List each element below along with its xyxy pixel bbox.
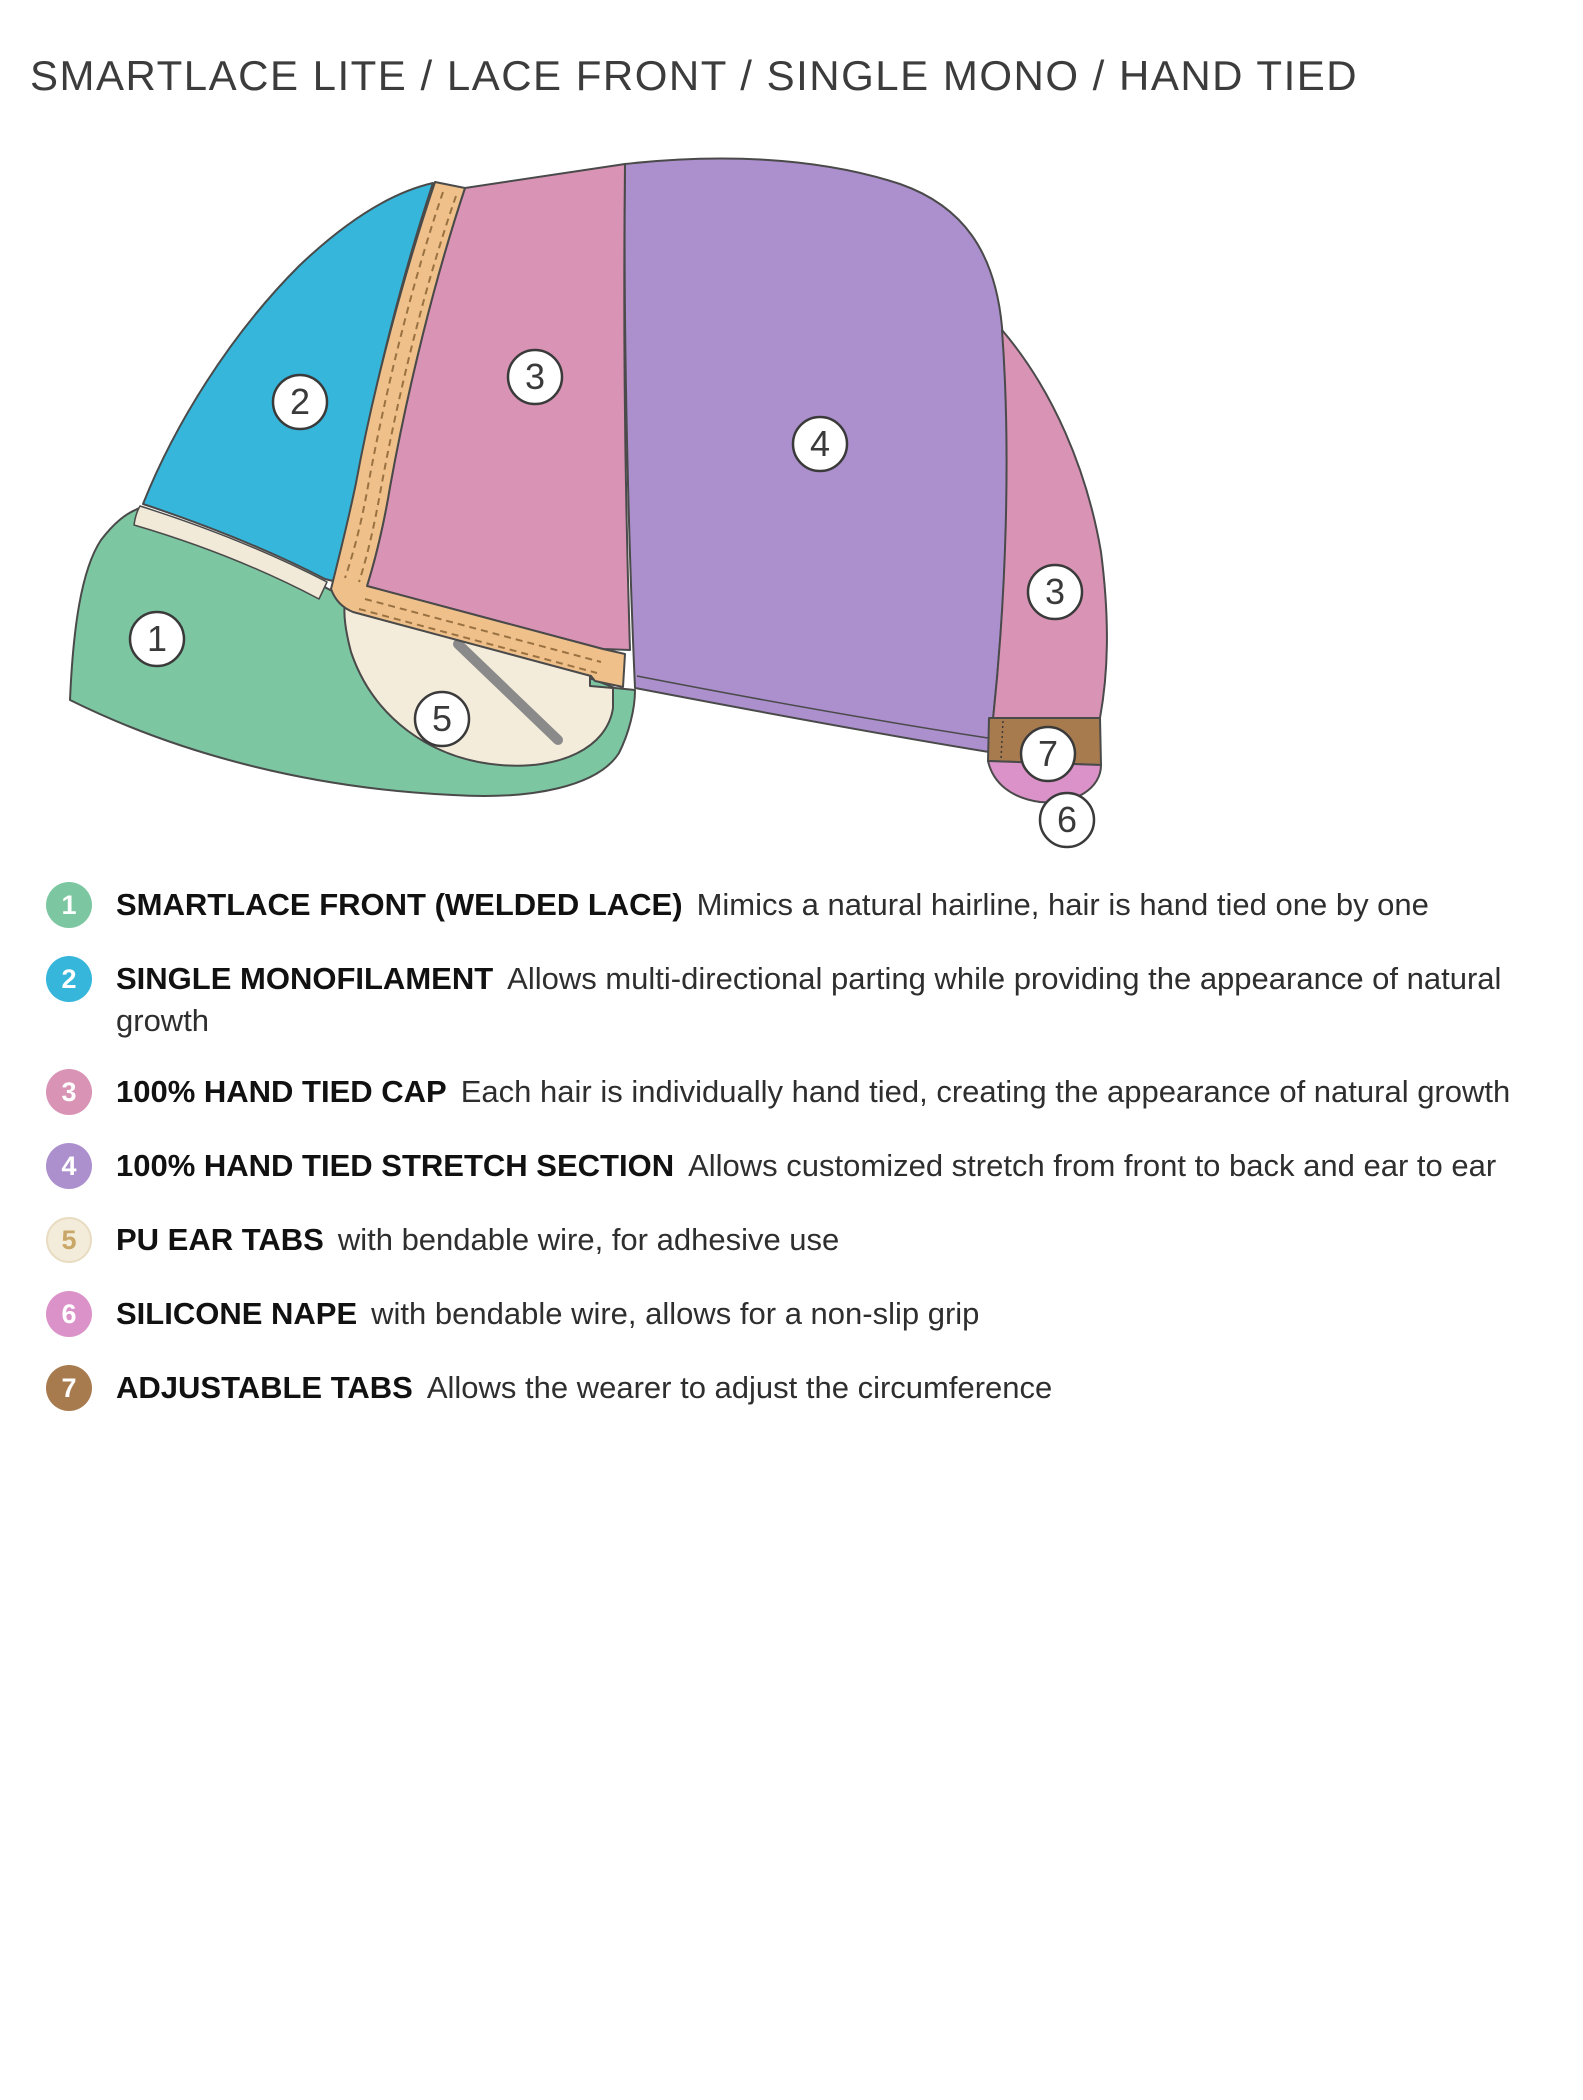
callout-7-number: 7 bbox=[1038, 733, 1058, 774]
callout-2: 2 bbox=[271, 373, 329, 431]
legend-text-1: SMARTLACE FRONT (WELDED LACE) Mimics a na… bbox=[116, 884, 1429, 926]
page-title: SMARTLACE LITE / LACE FRONT / SINGLE MON… bbox=[30, 52, 1359, 99]
legend-desc-5: with bendable wire, for adhesive use bbox=[337, 1222, 840, 1258]
legend-desc-2: Allows multi-directional parting while p… bbox=[116, 961, 1502, 1038]
callout-5-number: 5 bbox=[432, 698, 452, 739]
legend-item-3: 3 100% HAND TIED CAP Each hair is individ… bbox=[46, 1067, 1537, 1116]
ear-tab-bendable-wire bbox=[453, 639, 563, 745]
legend-item-1: 1 SMARTLACE FRONT (WELDED LACE) Mimics a … bbox=[46, 880, 1537, 928]
legend-desc-1: Mimics a natural hairline, hair is hand … bbox=[696, 887, 1429, 922]
lace-band bbox=[330, 181, 626, 688]
legend-desc-4: Allows customized stretch from front to … bbox=[688, 1148, 1497, 1184]
callout-1: 1 bbox=[128, 610, 186, 668]
lace-edge-sliver bbox=[133, 505, 328, 600]
callout-6-number: 6 bbox=[1057, 799, 1077, 840]
legend-label-1: SMARTLACE FRONT (WELDED LACE) bbox=[116, 887, 683, 922]
legend-label-3: 100% HAND TIED CAP bbox=[116, 1074, 447, 1110]
legend-badge-3: 3 bbox=[46, 1069, 92, 1116]
callout-3-front: 3 bbox=[506, 348, 564, 406]
legend-desc-7: Allows the wearer to adjust the circumfe… bbox=[426, 1370, 1053, 1406]
legend-label-2: SINGLE MONOFILAMENT bbox=[116, 961, 494, 996]
callout-7: 7 bbox=[1019, 725, 1077, 783]
purple-bottom-seam bbox=[636, 675, 989, 739]
legend-label-5: PU EAR TABS bbox=[116, 1222, 324, 1258]
legend-item-7: 7 ADJUSTABLE TABS Allows the wearer to ad… bbox=[46, 1363, 1537, 1412]
wig-cap-diagram: 1 2 3 4 3 5 7 6 bbox=[55, 152, 1583, 852]
callout-3-rear: 3 bbox=[1026, 563, 1084, 621]
callout-3-rear-number: 3 bbox=[1045, 571, 1065, 612]
callout-4: 4 bbox=[791, 415, 849, 473]
callout-2-number: 2 bbox=[290, 381, 310, 422]
legend-label-7: ADJUSTABLE TABS bbox=[116, 1370, 413, 1406]
callout-4-number: 4 bbox=[810, 423, 830, 464]
legend-text-7: ADJUSTABLE TABS Allows the wearer to adju… bbox=[116, 1367, 1052, 1409]
callout-6: 6 bbox=[1038, 791, 1096, 849]
legend-item-5: 5 PU EAR TABS with bendable wire, for adh… bbox=[46, 1215, 1537, 1264]
legend-text-3: 100% HAND TIED CAP Each hair is individua… bbox=[116, 1071, 1510, 1113]
wig-cap-illustration: 1 2 3 4 3 5 7 6 bbox=[69, 157, 1108, 849]
band-stitch-outer bbox=[344, 191, 444, 579]
callout-3-front-number: 3 bbox=[525, 356, 545, 397]
legend-text-6: SILICONE NAPE with bendable wire, allows … bbox=[116, 1293, 979, 1335]
legend-text-5: PU EAR TABS with bendable wire, for adhes… bbox=[116, 1219, 839, 1261]
band-stitch-run-top bbox=[364, 598, 602, 663]
legend-badge-4: 4 bbox=[46, 1143, 92, 1190]
callout-5: 5 bbox=[413, 690, 471, 748]
legend-badge-2: 2 bbox=[46, 956, 92, 1002]
legend-label-4: 100% HAND TIED STRETCH SECTION bbox=[116, 1148, 675, 1184]
legend-desc-3: Each hair is individually hand tied, cre… bbox=[460, 1074, 1511, 1110]
legend-desc-6: with bendable wire, allows for a non-sli… bbox=[371, 1296, 980, 1332]
legend: 1 SMARTLACE FRONT (WELDED LACE) Mimics a … bbox=[46, 880, 1537, 1412]
band-stitch-run-bottom bbox=[358, 608, 598, 674]
legend-text-4: 100% HAND TIED STRETCH SECTION Allows cus… bbox=[116, 1145, 1496, 1187]
section-3-rear-region bbox=[992, 329, 1108, 720]
legend-badge-6: 6 bbox=[46, 1291, 92, 1338]
legend-badge-5: 5 bbox=[46, 1217, 92, 1264]
callout-1-number: 1 bbox=[147, 618, 167, 659]
legend-item-4: 4 100% HAND TIED STRETCH SECTION Allows c… bbox=[46, 1141, 1537, 1190]
legend-badge-7: 7 bbox=[46, 1365, 92, 1412]
adjustable-tab-dotted-line bbox=[1000, 720, 1004, 760]
legend-badge-1: 1 bbox=[46, 882, 92, 928]
legend-item-6: 6 SILICONE NAPE with bendable wire, allow… bbox=[46, 1289, 1537, 1338]
legend-label-6: SILICONE NAPE bbox=[116, 1296, 358, 1332]
